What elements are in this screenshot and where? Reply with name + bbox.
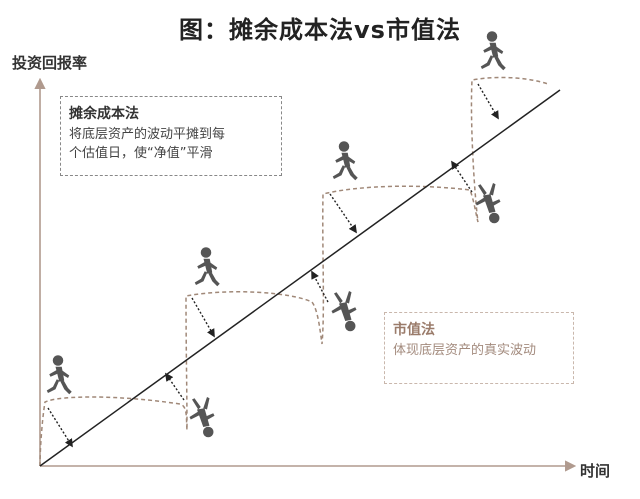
runner-icon [46, 355, 72, 395]
market-value-text: 体现底层资产的真实波动 [393, 343, 537, 358]
y-axis-label: 投资回报率 [12, 54, 88, 72]
amortized-cost-line [39, 89, 561, 467]
market-value-title: 市值法 [393, 322, 435, 338]
arrow-down-2 [191, 297, 215, 338]
runner-icon [480, 31, 506, 71]
amortized-cost-title: 摊余成本法 [69, 106, 139, 122]
falling-person-icon [475, 183, 501, 224]
arrow-down-4 [477, 83, 499, 120]
falling-person-icon [189, 397, 215, 438]
page-title: 图：摊余成本法vs市值法 [179, 16, 461, 44]
arrow-up-2 [311, 270, 329, 303]
arrow-up-1 [165, 372, 185, 401]
falling-person-icon [331, 291, 357, 332]
amortized-cost-callout: 摊余成本法 将底层资产的波动平摊到每 个估值日，使“净值”平滑 [60, 96, 282, 176]
market-value-callout: 市值法 体现底层资产的真实波动 [384, 312, 574, 384]
arrow-down-1 [47, 407, 73, 448]
market-value-wave [39, 76, 549, 467]
x-axis-label: 时间 [580, 462, 611, 480]
arrow-down-3 [329, 193, 357, 234]
runner-icon [332, 141, 358, 181]
amortized-cost-text: 将底层资产的波动平摊到每 个估值日，使“净值”平滑 [69, 127, 226, 161]
runner-icon [194, 247, 220, 287]
